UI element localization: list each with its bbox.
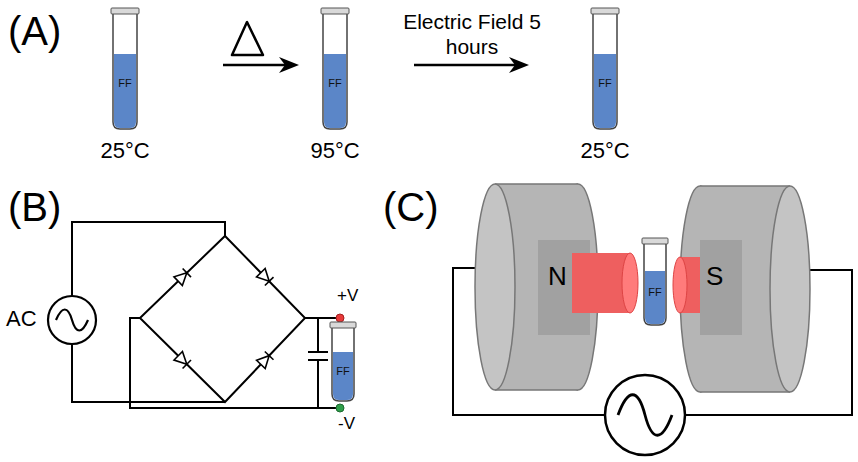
test-tube: [321, 8, 349, 130]
wire: [130, 318, 336, 408]
terminal-label: -V: [338, 414, 355, 434]
ferrofluid: [333, 352, 353, 400]
ac-source-symbol: [605, 375, 685, 455]
tube-wall: [113, 14, 137, 129]
ferrofluid: [594, 54, 616, 128]
tube-cap: [591, 8, 619, 14]
magnet-shadow: [700, 240, 742, 335]
capacitor-symbol: [308, 318, 328, 408]
diodes: [174, 269, 273, 369]
ferrofluid: [114, 54, 136, 128]
process-arrow: [223, 57, 299, 73]
negative-terminal: [336, 404, 344, 412]
positive-terminal: [336, 314, 344, 322]
tube-wall: [332, 328, 354, 401]
tube-cap: [111, 8, 139, 14]
diode-symbol: [174, 352, 191, 369]
arrow-shaft: [414, 64, 515, 67]
wire: [305, 317, 336, 319]
tube-label: FF: [118, 77, 131, 90]
pole-face: [673, 257, 687, 313]
ferrofluid: [324, 54, 346, 128]
diode-symbol: [257, 269, 274, 286]
sine-symbol: [56, 310, 88, 331]
left-pole-piece: [572, 253, 638, 313]
diode-symbol: [174, 269, 191, 286]
tube-cap: [330, 322, 356, 328]
tube-label: FF: [328, 77, 341, 90]
temperature-label: 25°C: [100, 138, 149, 163]
pole-face: [622, 253, 638, 313]
panel-label: (C): [383, 184, 439, 230]
test-tube: [591, 8, 619, 130]
sample-tube: FF: [327, 322, 359, 402]
heat-symbol: [232, 22, 263, 55]
temperature-label: 25°C: [580, 138, 629, 163]
terminal-label: +V: [337, 286, 358, 306]
bridge-wire: [140, 236, 305, 402]
magnet-face: [770, 186, 810, 392]
test-tube: [642, 238, 668, 326]
arrow-head: [509, 57, 529, 73]
sample-tube: FF: [639, 238, 671, 326]
tube-wall: [644, 244, 666, 325]
pole-label: N: [548, 262, 567, 292]
right-pole-piece: [673, 257, 700, 313]
right-magnet: [680, 186, 810, 392]
diode-symbol: [257, 352, 274, 369]
tube-label: FF: [648, 286, 661, 299]
panel-label: (A): [8, 8, 61, 54]
magnet-face: [475, 184, 515, 390]
temperature-label: 95°C: [310, 138, 359, 163]
tube-label: FF: [336, 365, 349, 378]
tube-wall: [323, 14, 347, 129]
pole-label: S: [706, 262, 723, 292]
sample-tube: FF 95°C: [307, 8, 363, 166]
arrow-shaft: [223, 64, 285, 67]
sine-symbol: [618, 395, 672, 436]
test-tube: [330, 322, 356, 402]
ferrofluid: [645, 271, 665, 324]
sample-tube: FF 25°C: [97, 8, 153, 166]
test-tube: [111, 8, 139, 130]
pole-body: [572, 253, 630, 313]
panel-label: (B): [8, 184, 61, 230]
sample-tube: FF 25°C: [577, 8, 633, 166]
tube-label: FF: [598, 77, 611, 90]
terminal-label: AC: [6, 306, 37, 331]
arrow-label: Electric Field 5 hours: [397, 9, 547, 59]
tube-cap: [642, 238, 668, 244]
process-arrow: [414, 57, 529, 73]
arrow-head: [279, 57, 299, 73]
wire: [72, 344, 225, 402]
rectifier-circuit: [72, 222, 336, 408]
ac-source-symbol: [48, 296, 96, 344]
tube-wall: [593, 14, 617, 129]
tube-cap: [321, 8, 349, 14]
